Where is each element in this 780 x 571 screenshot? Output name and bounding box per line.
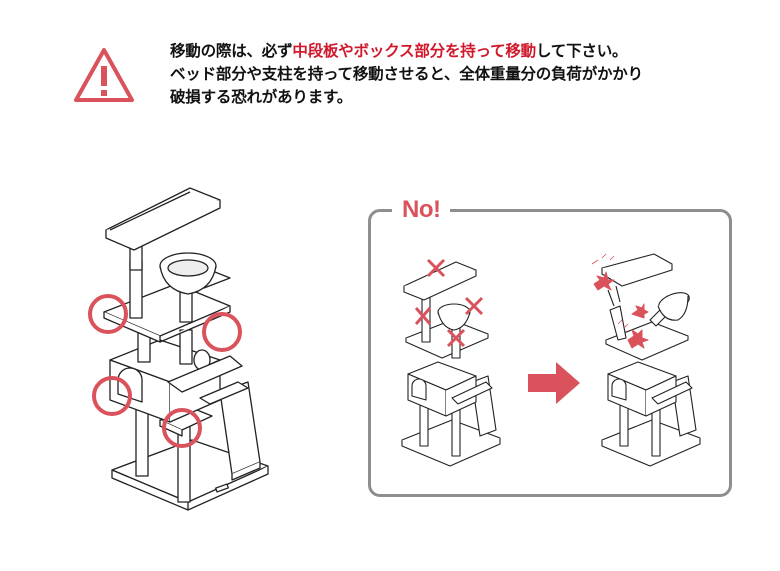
cross-mark-icon [446,328,466,348]
cross-mark-icon [464,296,484,316]
grab-point-mid-shelf-right [202,312,242,352]
break-burst-icon [593,271,649,349]
grab-point-lower-shelf [162,408,202,448]
notice-line-2: ベッド部分や支柱を持って移動させると、全体重量分の負荷がかかり [170,65,643,83]
cross-mark-icon [414,307,432,325]
cat-tower-correct-figure [88,187,269,511]
notice-line-1-end: して下さい。 [535,42,628,60]
notice-line-1: 移動の際は、必ず中段板やボックス部分を持って移動して下さい。 [170,40,770,63]
notice-highlight: 中段板やボックス部分を持って移動 [292,42,536,60]
notice-line-1-start: 移動の際は、必ず [170,42,293,60]
cat-tower-wrong-grab-figure [401,258,501,467]
grab-point-mid-shelf-left [88,294,128,334]
cat-tower-broken-figure [591,253,701,467]
grab-point-box [92,376,132,416]
notice-text: 移動の際は、必ず中段板やボックス部分を持って移動して下さい。 ベッド部分や支柱を… [170,40,770,109]
no-label: No! [392,196,451,224]
arrow-right-icon [528,362,580,404]
notice-line-3: 破損する恐れがあります。 [170,88,353,106]
cross-mark-icon [426,258,446,278]
incorrect-example-panel [368,209,732,497]
warning-icon [74,48,134,102]
